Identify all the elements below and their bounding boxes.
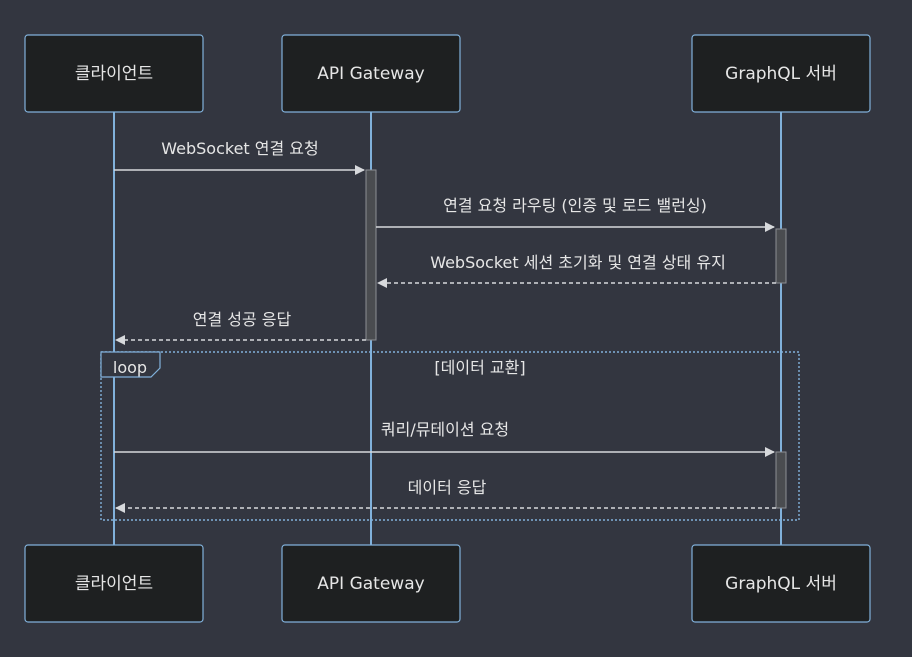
actor-label: API Gateway [317,574,424,594]
actor-top-server: GraphQL 서버 [691,34,871,113]
actor-box [24,34,204,113]
message-connect-success: 연결 성공 응답 [115,310,366,345]
message-label: 쿼리/뮤테이션 요청 [381,420,509,439]
loop-keyword: loop [113,358,147,377]
actor-label: GraphQL 서버 [725,574,837,594]
actor-box [281,34,461,113]
actor-box [691,544,871,623]
activation-server-1 [775,228,787,284]
actor-label: 클라이언트 [75,64,153,84]
message-query-mutation: 쿼리/뮤테이션 요청 [114,420,775,457]
actor-box [691,34,871,113]
actor-bottom-gateway: API Gateway [281,544,461,623]
message-session-init: WebSocket 세션 초기화 및 연결 상태 유지 [377,253,776,288]
actor-label: GraphQL 서버 [725,64,837,84]
actor-box [281,544,461,623]
actor-top-client: 클라이언트 [24,34,204,113]
actor-label: 클라이언트 [75,574,153,594]
loop-border [100,351,800,521]
actor-label: API Gateway [317,64,424,84]
message-routing: 연결 요청 라우팅 (인증 및 로드 밸런싱) [376,196,775,232]
message-label: 연결 성공 응답 [193,310,292,329]
actor-bottom-server: GraphQL 서버 [691,544,871,623]
message-data-response: 데이터 응답 [115,478,776,513]
activation-server-2 [775,451,787,509]
message-label: 데이터 응답 [408,478,487,497]
message-label: WebSocket 세션 초기화 및 연결 상태 유지 [430,253,726,272]
actor-box [24,544,204,623]
message-label: WebSocket 연결 요청 [161,139,319,158]
activation-gateway [365,169,377,341]
message-websocket-request: WebSocket 연결 요청 [114,139,365,175]
loop-frame: loop [데이터 교환] [100,351,800,521]
loop-condition: [데이터 교환] [434,358,525,377]
actor-top-gateway: API Gateway [281,34,461,113]
loop-tab [100,351,161,378]
message-label: 연결 요청 라우팅 (인증 및 로드 밸런싱) [443,196,707,215]
actor-bottom-client: 클라이언트 [24,544,204,623]
